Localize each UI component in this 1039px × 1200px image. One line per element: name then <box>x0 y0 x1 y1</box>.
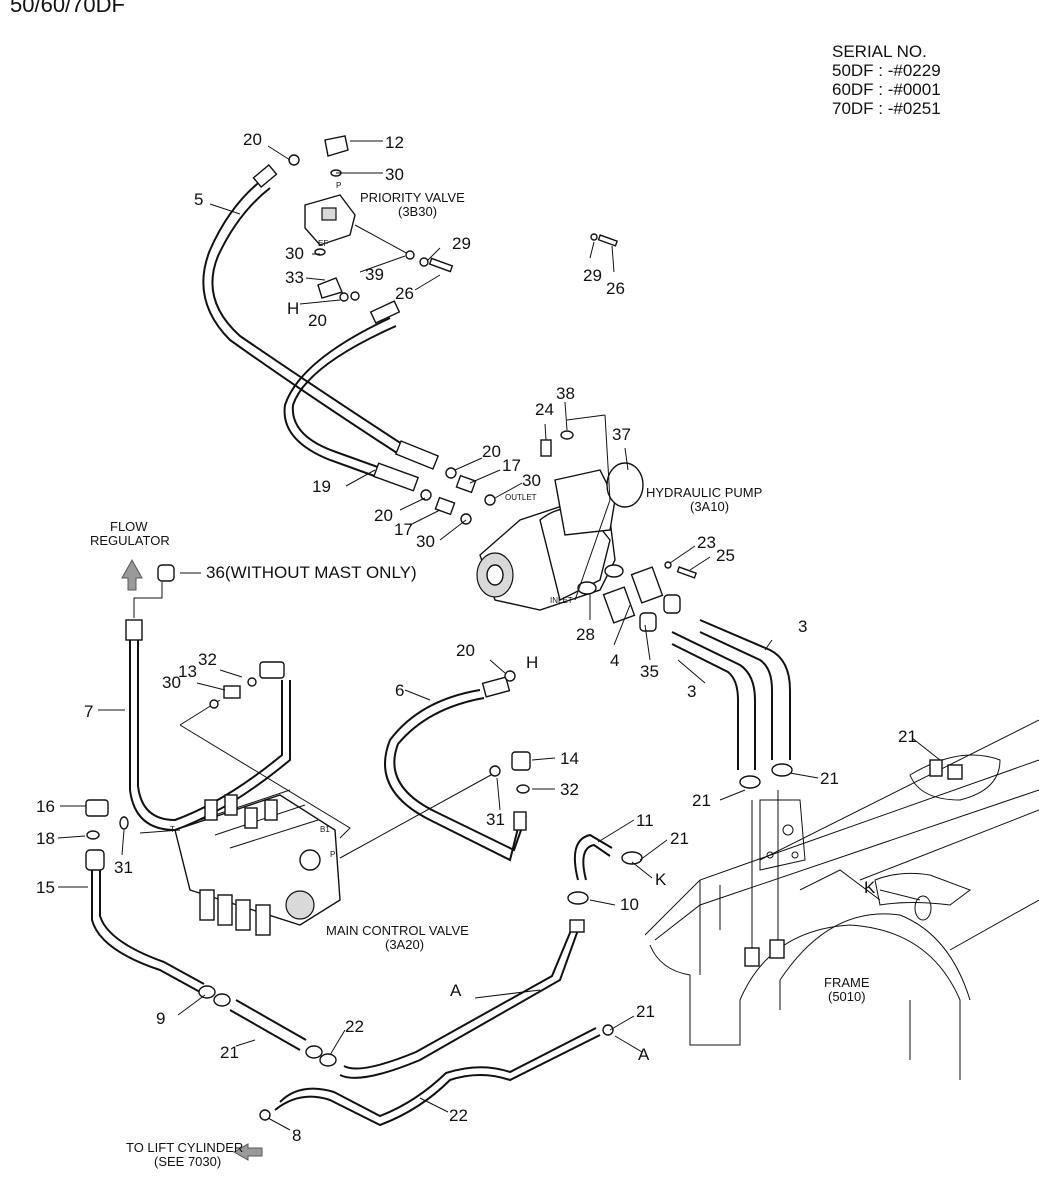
callout: A <box>450 981 462 1000</box>
mcv-b1-port: B1 <box>320 825 330 834</box>
without-mast-note: 36(WITHOUT MAST ONLY) <box>206 563 417 582</box>
callout: 13 <box>178 662 197 681</box>
lift-cylinder-line2: (SEE 7030) <box>154 1154 221 1169</box>
hose-clamps <box>198 763 793 1121</box>
model-header: 50/60/70DF <box>10 0 125 17</box>
callout: 22 <box>345 1017 364 1036</box>
callout: 21 <box>636 1002 655 1021</box>
callout: 20 <box>482 442 501 461</box>
hydraulic-pump: OUTLET INLET <box>420 414 698 632</box>
callout: 23 <box>697 533 716 552</box>
mcv-t-port: T <box>170 825 175 834</box>
callout: 3 <box>798 617 807 636</box>
callout: K <box>864 878 876 897</box>
frame-name: FRAME <box>824 975 870 990</box>
callout: 32 <box>198 650 217 669</box>
callout: 18 <box>36 829 55 848</box>
callout: 6 <box>395 681 404 700</box>
serial-line: 50DF : -#0229 <box>832 61 941 80</box>
callout: 22 <box>449 1106 468 1125</box>
callout: 32 <box>560 780 579 799</box>
priority-valve-name: PRIORITY VALVE <box>360 190 465 205</box>
callout: 14 <box>560 749 579 768</box>
callout: 38 <box>556 384 575 403</box>
callout: H <box>526 653 538 672</box>
callout: 16 <box>36 797 55 816</box>
callout: 17 <box>394 520 413 539</box>
callout: 11 <box>636 811 654 830</box>
callout: 5 <box>194 190 203 209</box>
lift-cylinder-line1: TO LIFT CYLINDER <box>126 1140 243 1155</box>
callout: 21 <box>670 829 689 848</box>
callout: 30 <box>416 532 435 551</box>
callout: 21 <box>898 727 917 746</box>
callout: H <box>287 299 299 318</box>
callout: 33 <box>285 268 304 287</box>
callout: 20 <box>243 130 262 149</box>
callout: 26 <box>395 284 414 303</box>
callout: 31 <box>114 858 133 877</box>
callout: K <box>655 870 667 889</box>
callout: 26 <box>606 279 625 298</box>
callout: 20 <box>456 641 475 660</box>
callout: 39 <box>365 265 384 284</box>
frame-drawing <box>644 719 1039 1080</box>
callout: 9 <box>156 1009 165 1028</box>
flow-regulator-line1: FLOW <box>110 519 148 534</box>
callout: 8 <box>292 1126 301 1145</box>
priority-valve: EF P <box>288 135 619 302</box>
serial-block: SERIAL NO. 50DF : -#0229 60DF : -#0001 7… <box>832 42 941 118</box>
callout: 30 <box>385 165 404 184</box>
callout: 17 <box>502 456 521 475</box>
callout: 20 <box>374 506 393 525</box>
callout: 37 <box>612 425 631 444</box>
leader-lines <box>57 140 941 1131</box>
pump-inlet-label: INLET <box>550 596 573 605</box>
callout: 29 <box>452 234 471 253</box>
pump-ref: (3A10) <box>690 499 729 514</box>
priority-valve-ef-port: EF <box>318 239 328 248</box>
callout: 20 <box>308 311 327 330</box>
serial-line: 60DF : -#0001 <box>832 80 941 99</box>
pump-name: HYDRAULIC PUMP <box>646 485 762 500</box>
callout: 35 <box>640 662 659 681</box>
priority-valve-ref: (3B30) <box>398 204 437 219</box>
callout: 10 <box>620 895 639 914</box>
flow-regulator-line2: REGULATOR <box>90 533 170 548</box>
callout: 12 <box>385 133 404 152</box>
callout: 25 <box>716 546 735 565</box>
mcv-p-port: P <box>330 850 335 859</box>
callout: 28 <box>576 625 595 644</box>
serial-line: 70DF : -#0251 <box>832 99 941 118</box>
callout: 30 <box>162 673 181 692</box>
hoses <box>85 163 791 1127</box>
callout: 30 <box>285 244 304 263</box>
mcv-ref: (3A20) <box>385 937 424 952</box>
callout: 29 <box>583 266 602 285</box>
callout-numbers: 20 12 30 5 30 29 33 39 H 26 20 29 26 38 … <box>36 130 917 1145</box>
pump-outlet-label: OUTLET <box>505 493 537 502</box>
callout: 19 <box>312 477 331 496</box>
callout: 21 <box>692 791 711 810</box>
frame-ref: (5010) <box>828 989 866 1004</box>
callout: 3 <box>687 682 696 701</box>
callout: 21 <box>820 769 839 788</box>
mcv-name: MAIN CONTROL VALVE <box>326 923 469 938</box>
callout: 21 <box>220 1043 239 1062</box>
callout: A <box>638 1045 650 1064</box>
callout: 4 <box>610 651 619 670</box>
main-control-valve: T B1 P <box>85 670 531 936</box>
callout: 15 <box>36 878 55 897</box>
callout: 30 <box>522 471 541 490</box>
flow-regulator-arrow-icon <box>121 558 143 591</box>
callout: 7 <box>84 702 93 721</box>
callout: 24 <box>535 400 554 419</box>
lift-cylinder-arrow-icon <box>232 1143 263 1161</box>
serial-title: SERIAL NO. <box>832 42 927 61</box>
callout: 31 <box>486 810 505 829</box>
priority-valve-p-port: P <box>336 181 341 190</box>
